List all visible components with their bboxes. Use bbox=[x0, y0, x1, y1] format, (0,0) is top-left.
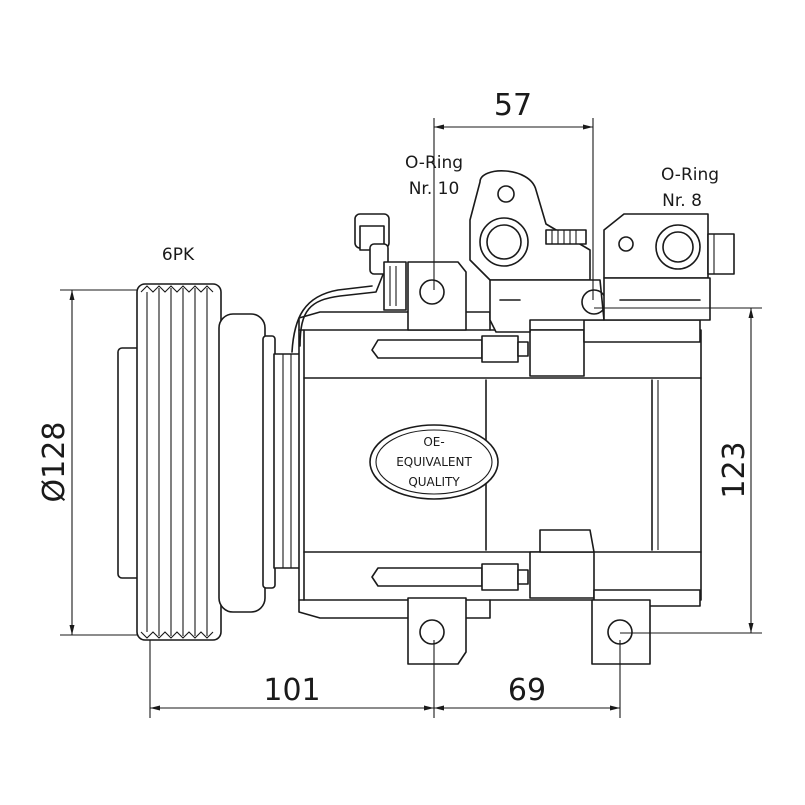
dim-label-height: 123 bbox=[717, 441, 752, 498]
badge-inner-ring bbox=[375, 429, 493, 495]
badge-outer-ring bbox=[369, 424, 499, 500]
discharge-port bbox=[603, 213, 735, 321]
through-bolt-top bbox=[371, 339, 483, 359]
connector-clip bbox=[383, 261, 407, 311]
belt-profile-label: 6PK bbox=[162, 245, 195, 265]
dim-label-57: 57 bbox=[494, 88, 532, 123]
pulley-body bbox=[136, 283, 222, 641]
rear-rib-top bbox=[583, 319, 701, 343]
clutch-wire bbox=[299, 271, 385, 347]
badge-line-3: QUALITY bbox=[408, 475, 460, 489]
rear-cover-boss-bottom bbox=[529, 551, 595, 599]
dim-label-69: 69 bbox=[508, 673, 546, 708]
oring-left-label-line2: Nr. 10 bbox=[409, 179, 460, 199]
discharge-fitting bbox=[707, 233, 735, 275]
badge-line-2: EQUIVALENT bbox=[396, 455, 472, 469]
badge-line-1: OE- bbox=[423, 435, 444, 449]
rear-cover-boss-top bbox=[529, 329, 585, 377]
compressor-body bbox=[291, 213, 702, 665]
mount-bracket-bottom-left bbox=[407, 597, 467, 665]
clutch-coil bbox=[218, 313, 266, 613]
suction-port bbox=[469, 170, 607, 333]
oring-right-label-line1: O-Ring bbox=[661, 165, 719, 185]
dimension-lines bbox=[60, 118, 762, 718]
oring-left-label-line1: O-Ring bbox=[405, 153, 463, 173]
pulley-grooves bbox=[140, 285, 214, 639]
front-flange bbox=[273, 353, 301, 569]
quality-badge: OE- EQUIVALENT QUALITY bbox=[369, 424, 499, 500]
housing bbox=[298, 329, 702, 601]
pulley bbox=[117, 283, 301, 641]
mount-bracket-top-left bbox=[407, 261, 467, 331]
mount-bracket-bottom-right bbox=[591, 599, 651, 665]
dim-label-diameter: Ø128 bbox=[37, 422, 72, 503]
through-bolt-bottom bbox=[371, 567, 483, 587]
dim-label-101: 101 bbox=[263, 673, 320, 708]
suction-port-block bbox=[469, 170, 591, 281]
oring-right-label-line2: Nr. 8 bbox=[662, 191, 702, 211]
